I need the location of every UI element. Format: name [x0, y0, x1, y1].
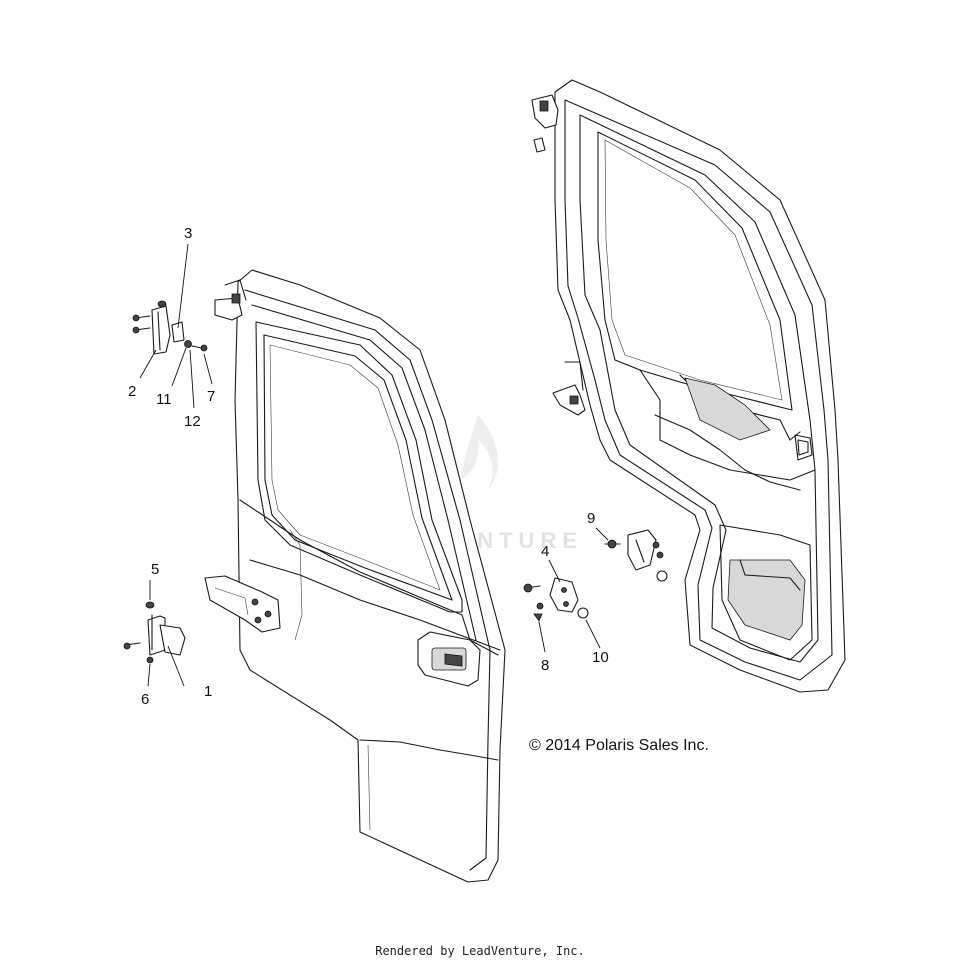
callout-11: 11 — [156, 391, 172, 408]
callout-4: 4 — [541, 543, 549, 560]
rendered-by-footer: Rendered by LeadVenture, Inc. — [375, 944, 585, 958]
callout-8: 8 — [541, 657, 549, 674]
latch-parts — [523, 529, 668, 622]
lower-hinge-parts — [123, 601, 186, 664]
rear-door-inner — [531, 79, 846, 693]
callout-1: 1 — [204, 683, 212, 700]
callout-3: 3 — [184, 225, 192, 242]
callout-2: 2 — [128, 383, 136, 400]
callout-6: 6 — [141, 691, 149, 708]
upper-hinge-parts — [132, 300, 208, 355]
front-door-outer — [204, 269, 506, 883]
callout-9: 9 — [587, 510, 595, 527]
callout-10: 10 — [592, 649, 609, 666]
copyright-text: © 2014 Polaris Sales Inc. — [529, 737, 709, 754]
callout-5: 5 — [151, 561, 159, 578]
callout-leaders — [139, 243, 609, 687]
callout-7: 7 — [207, 388, 215, 405]
callout-12: 12 — [184, 413, 201, 430]
